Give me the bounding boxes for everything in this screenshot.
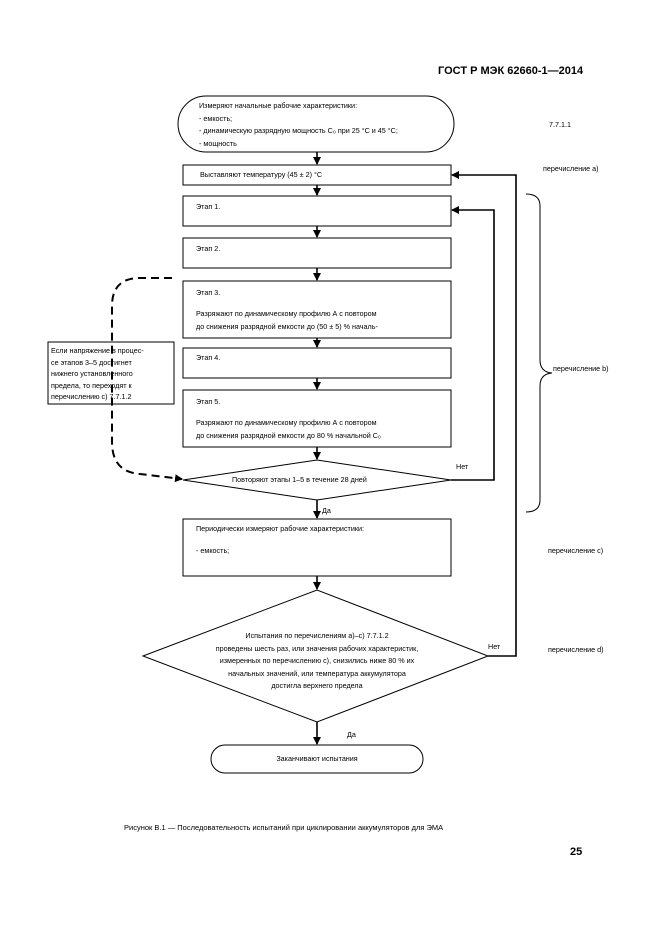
- no-label-final: Нет: [488, 642, 501, 651]
- step2-text: Этап 2.: [196, 244, 221, 253]
- repeat-loop-arrow: [451, 206, 495, 481]
- yes-label-final: Да: [347, 730, 356, 739]
- figure-caption: Рисунок В.1 — Последовательность испытан…: [124, 823, 444, 832]
- step3-box: [182, 280, 452, 339]
- step2-box: [182, 237, 452, 269]
- decision-text: Испытания по перечислениям а)–с) 7.7.1.2…: [215, 631, 419, 690]
- step4-text: Этап 4.: [196, 353, 221, 362]
- end-text: Заканчивают испытания: [276, 754, 358, 763]
- enum-c-label: перечисление с): [548, 546, 604, 555]
- start-terminator: [177, 95, 455, 153]
- repeat-text: Повторяют этапы 1–5 в течение 28 дней: [232, 475, 367, 484]
- page-number: 25: [570, 846, 583, 858]
- enum-a-label: перечисление а): [543, 164, 599, 173]
- final-loop-arrow: [451, 171, 517, 657]
- step5-title: Этап 5.: [196, 397, 221, 406]
- step1-text: Этап 1.: [196, 202, 221, 211]
- enum-b-label: перечисление b): [553, 364, 609, 373]
- yes-label-repeat: Да: [322, 506, 331, 515]
- no-label-repeat: Нет: [456, 462, 469, 471]
- step5-box: [182, 389, 452, 448]
- set-temperature-text: Выставляют температуру (45 ± 2) °C: [200, 170, 323, 179]
- standard-number: ГОСТ Р МЭК 62660-1—2014: [438, 65, 584, 77]
- periodic-text: Периодически измеряют рабочие характерис…: [196, 524, 365, 555]
- enum-b-brace: [525, 193, 553, 513]
- periodic-measure-box: [182, 518, 452, 577]
- step3-text: Разряжают по динамическому профилю А с п…: [196, 309, 378, 336]
- ref-7711-label: 7.7.1.1: [549, 120, 571, 129]
- enum-d-label: перечисление d): [548, 645, 604, 654]
- voltage-note-text: Если напряжение в процес- се этапов 3–5 …: [51, 346, 144, 401]
- step3-title: Этап 3.: [196, 288, 221, 297]
- step1-box: [182, 195, 452, 227]
- step4-box: [182, 347, 452, 379]
- step5-text: Разряжают по динамическому профилю А с п…: [196, 418, 381, 445]
- voltage-limit-dashed-path: [111, 277, 183, 483]
- start-text: Измеряют начальные рабочие характеристик…: [199, 101, 398, 148]
- end-terminator: [210, 744, 424, 774]
